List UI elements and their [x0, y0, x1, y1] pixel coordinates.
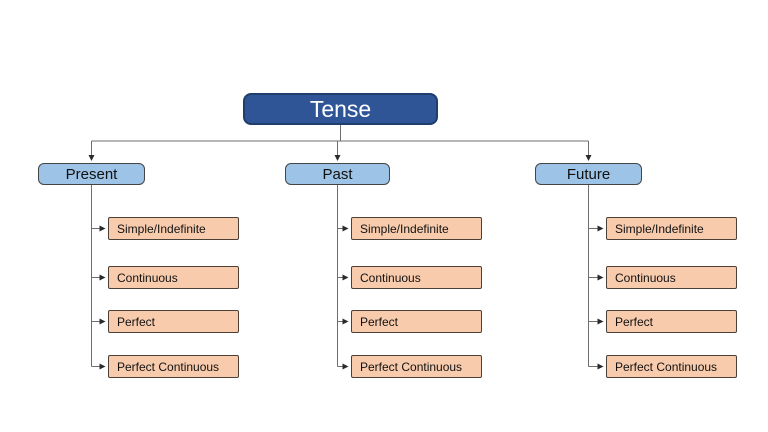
node-past-continuous: Continuous — [351, 266, 482, 289]
node-past-perfect: Perfect — [351, 310, 482, 333]
node-present-perfect: Perfect — [108, 310, 239, 333]
node-past-simple-indefinite: Simple/Indefinite — [351, 217, 482, 240]
node-future-perfect: Perfect — [606, 310, 737, 333]
node-past: Past — [285, 163, 390, 185]
node-present: Present — [38, 163, 145, 185]
node-present-simple-indefinite: Simple/Indefinite — [108, 217, 239, 240]
node-past-perfect-continuous: Perfect Continuous — [351, 355, 482, 378]
node-present-perfect-continuous: Perfect Continuous — [108, 355, 239, 378]
node-future-perfect-continuous: Perfect Continuous — [606, 355, 737, 378]
node-future-simple-indefinite: Simple/Indefinite — [606, 217, 737, 240]
node-future-continuous: Continuous — [606, 266, 737, 289]
node-tense: Tense — [243, 93, 438, 125]
node-future: Future — [535, 163, 642, 185]
node-present-continuous: Continuous — [108, 266, 239, 289]
